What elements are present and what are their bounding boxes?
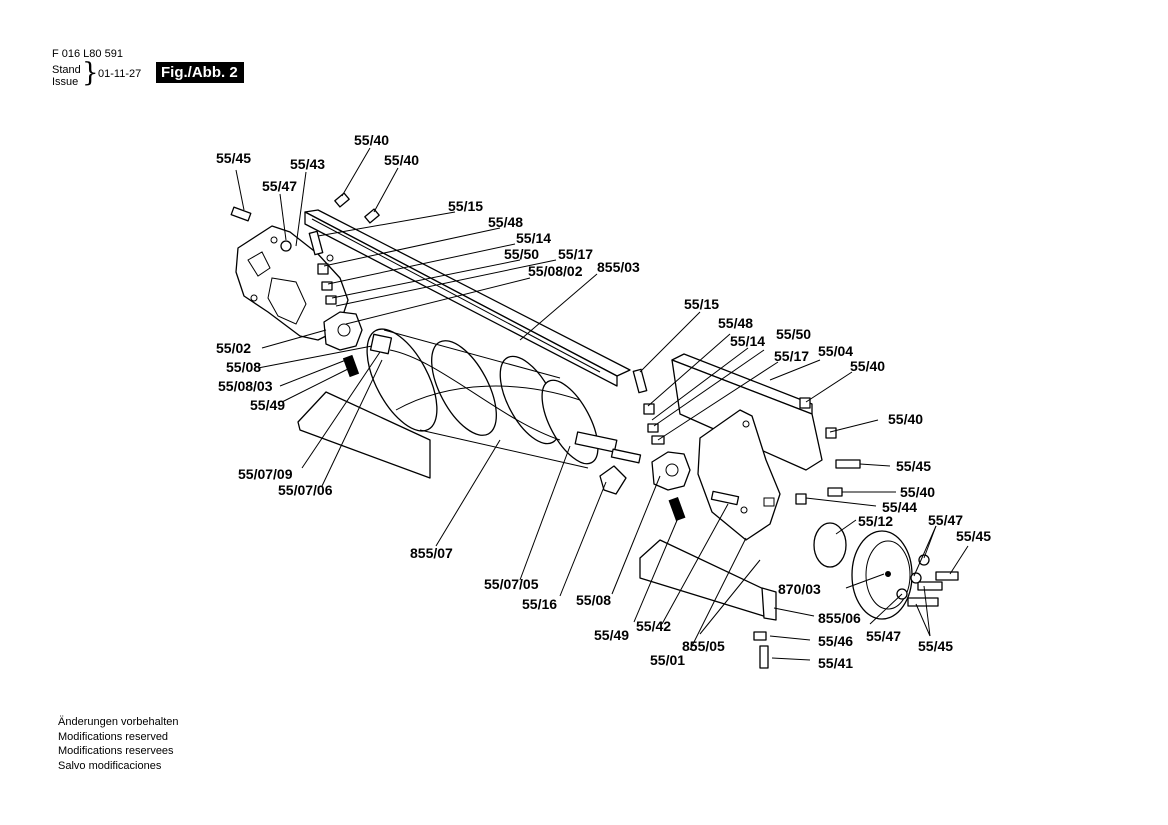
notice-line: Salvo modificaciones <box>58 759 162 772</box>
bottom-blade-right <box>639 539 777 621</box>
callout-label: 870/03 <box>778 581 821 597</box>
callout-label: 55/40 <box>850 358 885 374</box>
right-spring <box>668 496 686 522</box>
callout-label: 55/47 <box>866 628 901 644</box>
callout-label: 855/05 <box>682 638 725 654</box>
callout-label: 55/04 <box>818 343 853 359</box>
callout-label: 55/15 <box>684 296 719 312</box>
callout-label: 55/12 <box>858 513 893 529</box>
callout-label: 55/07/09 <box>238 466 293 482</box>
callout-label: 55/49 <box>594 627 629 643</box>
callout-label: 55/40 <box>900 484 935 500</box>
callout-label: 55/47 <box>262 178 297 194</box>
top-crossbar <box>304 209 631 387</box>
notice-line: Änderungen vorbehalten <box>58 716 179 728</box>
notice-line: Modifications reservees <box>58 745 174 757</box>
callout-label: 55/01 <box>650 652 685 668</box>
doc-number: F 016 L80 591 <box>52 48 123 60</box>
figure-label: Fig./Abb. 2 <box>156 62 244 83</box>
callout-label: 55/50 <box>776 326 811 342</box>
callout-label: 55/08 <box>226 359 261 375</box>
stand-label: Stand <box>52 64 81 76</box>
callout-label: 855/06 <box>818 610 861 626</box>
callout-label: 55/49 <box>250 397 285 413</box>
callout-label: 55/40 <box>354 132 389 148</box>
callout-label: 55/07/06 <box>278 482 333 498</box>
leader-lines <box>235 147 969 661</box>
callout-label: 55/42 <box>636 618 671 634</box>
callout-label: 55/41 <box>818 655 853 671</box>
small-bracket <box>599 465 627 495</box>
bottom-blade-left <box>297 391 431 479</box>
callout-label: 55/08/03 <box>218 378 273 394</box>
pulley <box>813 522 913 620</box>
notice-line: Modifications reserved <box>58 730 169 743</box>
callout-label: 55/48 <box>718 315 753 331</box>
callout-label: 55/16 <box>522 596 557 612</box>
callout-label: 55/07/05 <box>484 576 539 592</box>
callout-label: 55/08 <box>576 592 611 608</box>
callout-label: 55/14 <box>516 230 551 246</box>
callout-label: 55/47 <box>928 512 963 528</box>
callout-label: 55/44 <box>882 499 917 515</box>
callout-label: 55/45 <box>918 638 953 654</box>
issue-date: 01-11-27 <box>98 68 142 80</box>
callout-label: 55/50 <box>504 246 539 262</box>
callout-label: 55/02 <box>216 340 251 356</box>
stand-issue-labels: Stand Issue <box>52 64 81 88</box>
right-side-plate <box>697 409 781 541</box>
callout-label: 855/03 <box>597 259 640 275</box>
parts-drawing <box>230 192 959 669</box>
issue-label: Issue <box>52 76 79 88</box>
callout-label: 55/45 <box>216 150 251 166</box>
callout-label: 55/43 <box>290 156 325 172</box>
callout-label: 55/08/02 <box>528 263 583 279</box>
left-bearing-housing <box>323 311 363 351</box>
modification-notice: Änderungen vorbehalten Modifications res… <box>58 715 178 773</box>
left-spring <box>342 354 360 378</box>
callout-label: 55/46 <box>818 633 853 649</box>
callout-label: 55/14 <box>730 333 765 349</box>
callout-label: 55/45 <box>956 528 991 544</box>
callout-label: 855/07 <box>410 545 453 561</box>
reel-cylinder <box>366 328 642 469</box>
right-bearing-housing <box>651 451 691 491</box>
callout-label: 55/45 <box>896 458 931 474</box>
callout-label: 55/17 <box>558 246 593 262</box>
callout-label: 55/48 <box>488 214 523 230</box>
callout-label: 55/40 <box>384 152 419 168</box>
callout-labels: 55/45 55/40 55/43 55/40 55/47 55/15 55/4… <box>216 132 991 671</box>
callout-label: 55/40 <box>888 411 923 427</box>
callout-label: 55/15 <box>448 198 483 214</box>
brace-glyph: } <box>82 58 99 88</box>
callout-label: 55/17 <box>774 348 809 364</box>
